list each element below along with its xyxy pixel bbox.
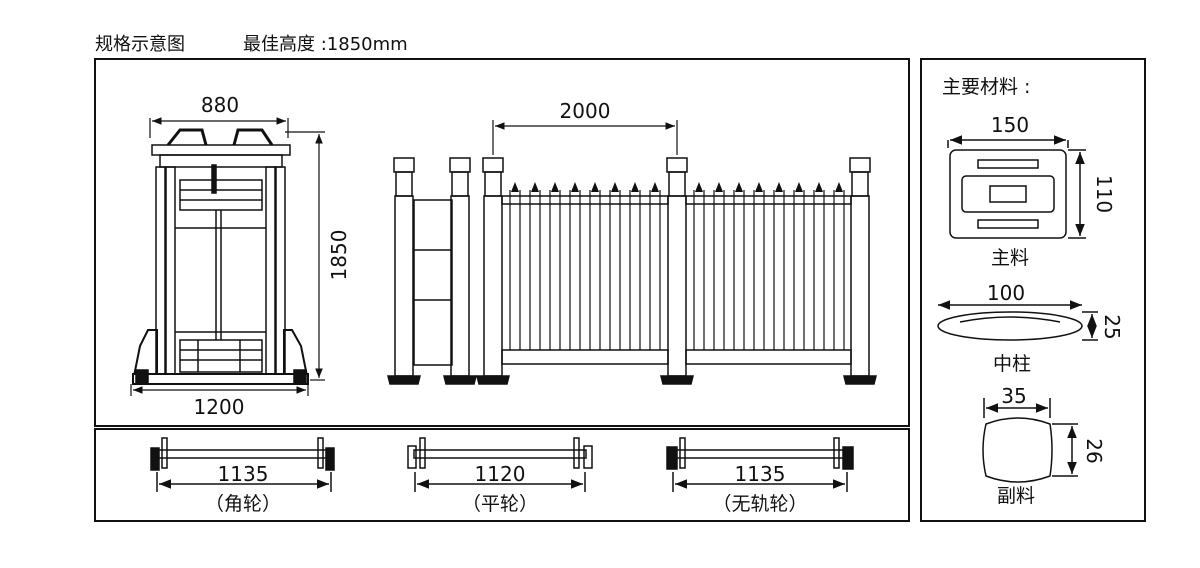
sub-name: 副料 xyxy=(997,485,1035,507)
wheel-corner-size: 1135 xyxy=(218,462,269,486)
side-view-drawing xyxy=(387,157,877,385)
best-height-label: 最佳高度 :1850mm xyxy=(243,34,408,55)
wheel-trackless-size: 1135 xyxy=(735,462,786,486)
middle-name: 中柱 xyxy=(993,353,1031,375)
wheel-corner-name: （角轮） xyxy=(205,493,281,515)
front-bottom-width: 1200 xyxy=(194,395,245,419)
front-height: 1850 xyxy=(327,230,351,281)
front-top-width: 880 xyxy=(201,93,239,117)
materials-panel xyxy=(920,58,1146,522)
main-width: 150 xyxy=(991,113,1029,137)
wheel-flat-size: 1120 xyxy=(475,462,526,486)
front-dimensions xyxy=(130,117,325,396)
diagram-title: 规格示意图 xyxy=(95,34,185,55)
middle-width: 100 xyxy=(987,281,1025,305)
main-profile-drawing xyxy=(947,135,1086,239)
main-height: 110 xyxy=(1092,175,1116,213)
section-width-label: 2000 xyxy=(560,99,611,123)
sub-profile-drawing xyxy=(982,398,1078,483)
middle-height: 25 xyxy=(1100,314,1124,339)
sub-width: 35 xyxy=(1001,384,1026,408)
middle-profile-drawing xyxy=(937,300,1098,341)
wheel-corner xyxy=(150,437,335,492)
materials-title: 主要材料 : xyxy=(942,76,1030,98)
main-name: 主料 xyxy=(991,247,1029,269)
wheel-trackless xyxy=(666,437,854,492)
wheel-flat-name: （平轮） xyxy=(462,493,538,515)
side-dimension xyxy=(492,120,678,155)
sub-height: 26 xyxy=(1082,438,1106,463)
front-view-drawing xyxy=(132,128,309,385)
wheel-trackless-name: （无轨轮） xyxy=(712,493,807,515)
main-view-panel xyxy=(94,58,910,427)
wheel-panel xyxy=(94,428,910,522)
wheel-flat xyxy=(407,437,593,492)
